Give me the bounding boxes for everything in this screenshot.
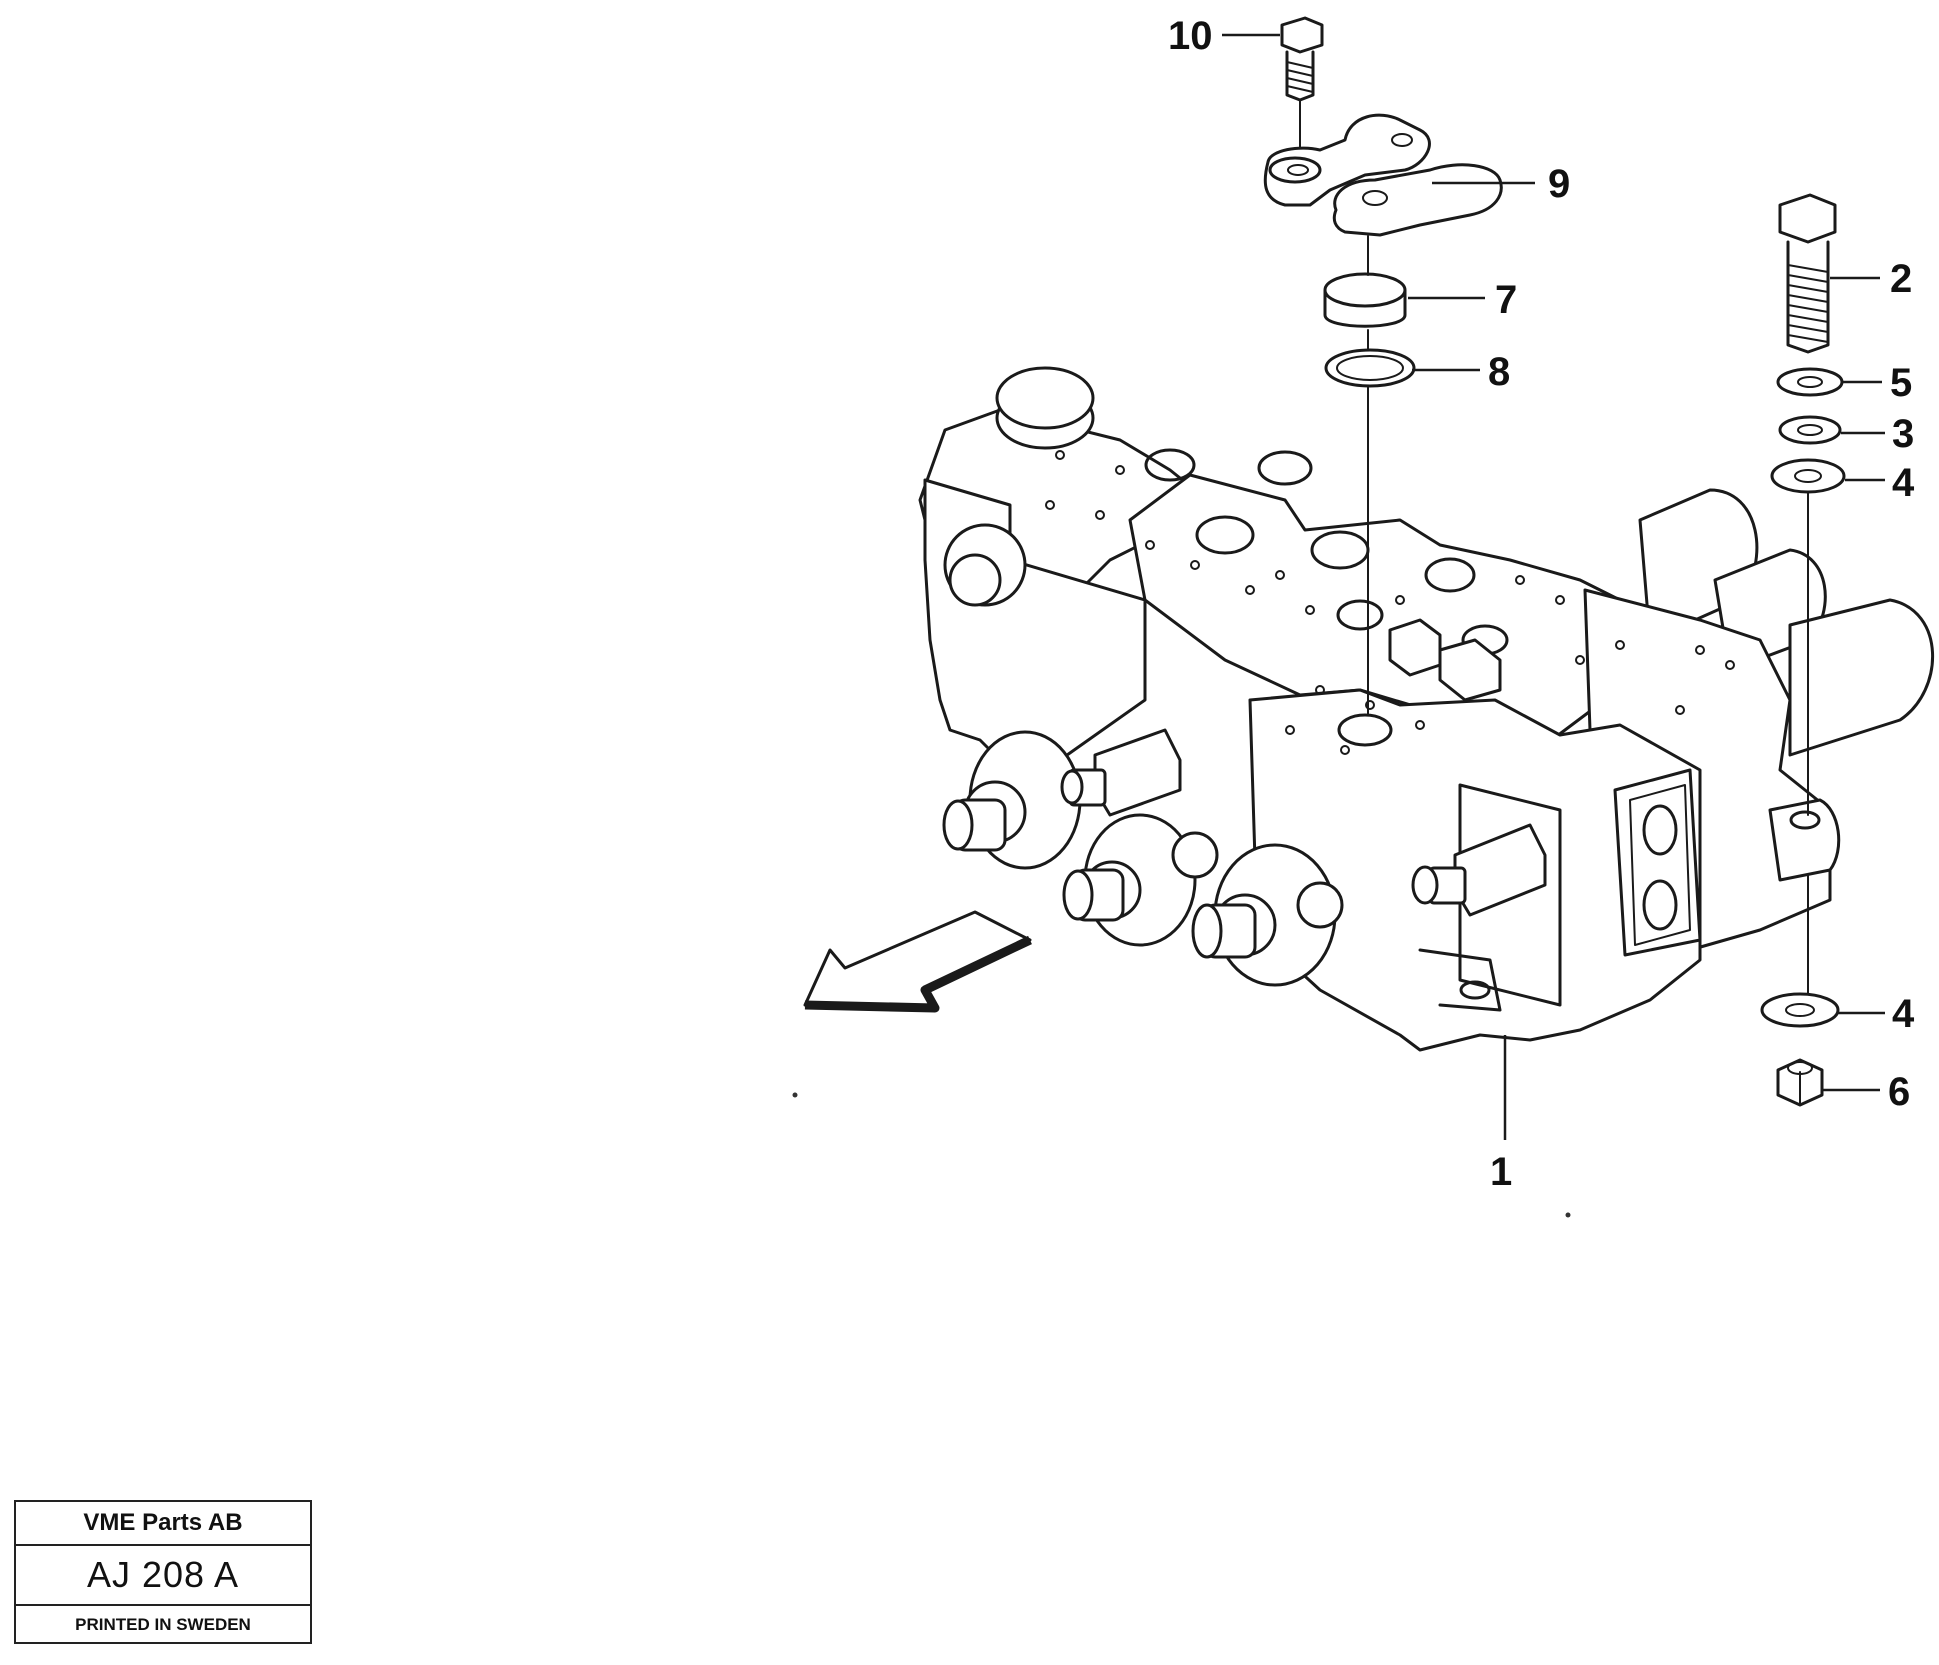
valve-actuators [942, 728, 1547, 987]
callout-1: 1 [1490, 1150, 1512, 1194]
part-4-washer-lower [1760, 992, 1840, 1028]
printed-note: PRINTED IN SWEDEN [75, 1615, 251, 1634]
callout-8: 8 [1488, 350, 1510, 394]
part-7-plug [1323, 272, 1407, 328]
callout-7: 7 [1495, 278, 1517, 322]
part-4-washer-upper [1770, 458, 1846, 494]
part-8-o-ring [1324, 348, 1416, 388]
callout-4-upper: 4 [1892, 461, 1915, 505]
title-block: VME Parts AB AJ 208 A PRINTED IN SWEDEN [14, 1500, 312, 1644]
callout-10: 10 [1168, 14, 1213, 58]
leader-lines [1222, 33, 1885, 1140]
callout-4-lower: 4 [1892, 992, 1915, 1036]
callout-6: 6 [1888, 1070, 1910, 1114]
part-2-bolt [1778, 193, 1837, 354]
print-specks [792, 1092, 1571, 1218]
callout-3: 3 [1892, 412, 1914, 456]
callout-labels: 10 9 7 8 2 5 3 4 4 6 1 [1168, 14, 1915, 1194]
drawing-code: AJ 208 A [16, 1546, 310, 1606]
callout-2: 2 [1890, 257, 1912, 301]
part-10-screw [1280, 16, 1324, 166]
part-5-washer [1776, 367, 1844, 397]
company-name: VME Parts AB [16, 1502, 310, 1546]
part-6-nut [1776, 1058, 1824, 1107]
part-3-washer [1778, 415, 1842, 445]
direction-arrow [803, 910, 1032, 1013]
callout-9: 9 [1548, 162, 1570, 206]
callout-5: 5 [1890, 361, 1912, 405]
